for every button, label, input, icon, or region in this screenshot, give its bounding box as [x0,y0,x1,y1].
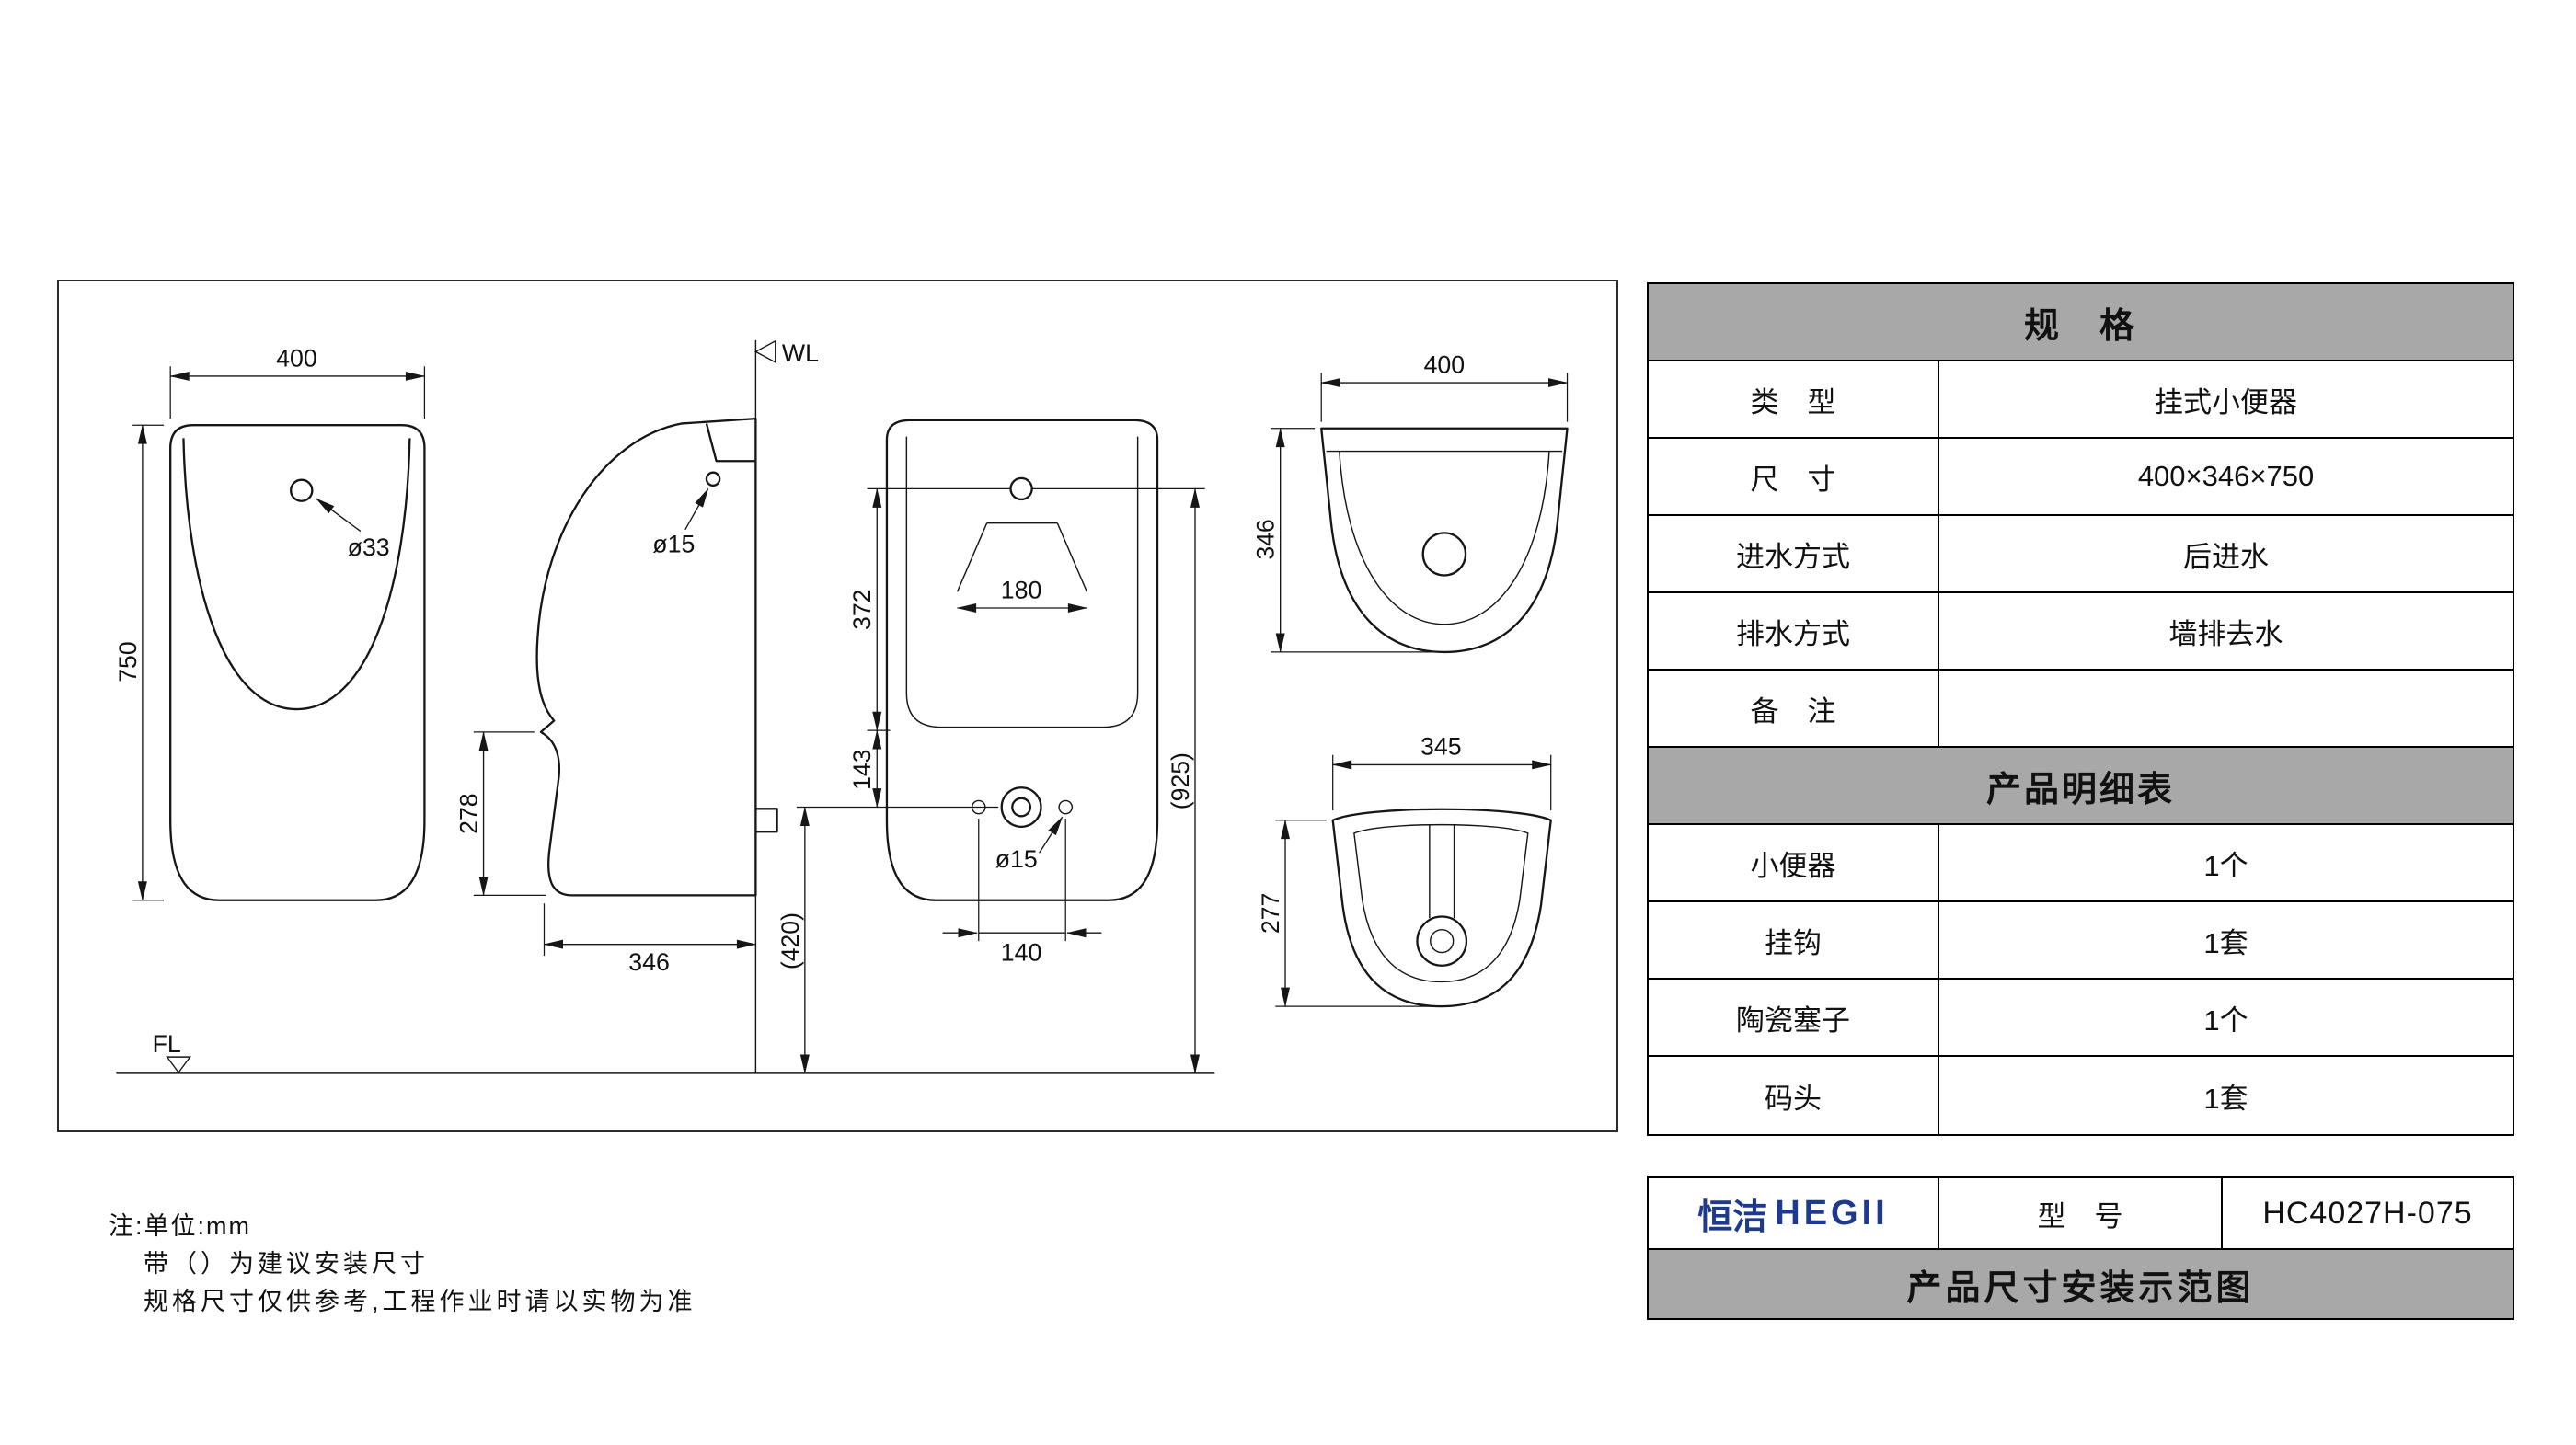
table-row: 排水方式 墙排去水 [1649,593,2513,671]
wl-marker-icon [753,339,776,364]
section-outline [885,419,1159,901]
spec-value-type: 挂式小便器 [2155,385,2297,419]
dim-drain-height: (420) [776,912,804,969]
drain-inner [1011,797,1032,818]
fl-label: FL [153,1030,181,1058]
spec-table-title: 规 格 [1649,284,2513,361]
dim-upper: 372 [848,590,876,630]
table-row: 码头 1套 [1649,1057,2513,1134]
dim-side-step: 278 [454,793,482,833]
spec-value-remark [1939,671,2513,746]
side-profile [535,417,757,897]
detail-qty-plug: 1个 [2203,1003,2248,1037]
table-row: 陶瓷塞子 1个 [1649,980,2513,1057]
model-value: HC4027H-075 [2262,1195,2473,1231]
title-block: 恒洁 HEGII 型 号 HC4027H-075 产品尺寸安装示范图 [1647,1176,2514,1320]
section-view: 180 ø15 140 372 143 [776,419,1205,1074]
detail-table-title: 产品明细表 [1649,748,2513,825]
dim-drain-holes: 140 [1001,938,1042,966]
section-inlet-spud [956,522,1088,592]
fl-marker-icon [166,1056,191,1074]
brand-logo: 恒洁 HEGII [1649,1178,1939,1248]
note-line-3: 规格尺寸仅供参考,工程作业时请以实物为准 [144,1288,696,1315]
section-inlet-hole [1009,476,1033,501]
drain-outer [1000,786,1042,829]
front-outline [169,424,426,901]
detail-label-plug: 陶瓷塞子 [1649,980,1939,1055]
drain-bolt-right [1058,799,1074,815]
detail-label-bracket: 码头 [1649,1057,1939,1134]
bottom-inner-line [1353,823,1529,983]
dim-side-depth: 346 [628,948,670,976]
side-drain-stub [755,808,778,833]
note-line-1: 注:单位:mm [109,1212,251,1240]
dim-top-width: 400 [1424,350,1466,378]
drawing-frame: 400 750 ø33 WL ø1 [57,280,1618,1132]
table-row: 小便器 1个 [1649,825,2513,902]
spec-label-size: 尺 寸 [1649,439,1939,514]
dim-bottom-depth: 277 [1257,893,1284,934]
dim-inlet-width: 180 [1001,576,1042,603]
side-inlet-hole [705,471,721,487]
spec-table: 规 格 类 型 挂式小便器 尺 寸 400×346×750 进水方式 后进水 排… [1647,282,2514,1136]
table-row: 进水方式 后进水 [1649,516,2513,593]
dim-front-width: 400 [276,344,317,372]
floor-line: FL [116,1030,1215,1074]
detail-qty-bracket: 1套 [2203,1082,2248,1115]
note-line-2: 带（）为建议安装尺寸 [144,1250,429,1278]
model-label: 型 号 [1939,1178,2223,1248]
spec-label-drain: 排水方式 [1649,593,1939,669]
brand-logo-en: HEGII [1775,1193,1889,1233]
bottom-outline [1331,808,1552,1008]
bottom-drain-outer [1416,915,1468,967]
dim-top-depth: 346 [1252,519,1280,559]
side-top-step [705,423,756,463]
front-inlet-hole [290,478,314,502]
table-row: 挂钩 1套 [1649,902,2513,980]
spec-label-type: 类 型 [1649,361,1939,437]
section-inner-wall [905,436,1139,728]
front-bowl-line [182,438,411,711]
top-bowl-line [1339,451,1550,625]
spec-value-drain: 墙排去水 [2168,617,2283,650]
detail-qty-urinal: 1个 [2203,849,2248,882]
side-view: WL ø15 278 346 [454,339,819,1073]
notes: 注:单位:mm 带（）为建议安装尺寸 规格尺寸仅供参考,工程作业时请以实物为准 [109,1208,696,1321]
dim-bottom-width: 345 [1420,733,1462,761]
section-hole-label: ø15 [995,845,1038,873]
table-row: 尺 寸 400×346×750 [1649,439,2513,516]
dim-front-height: 750 [114,641,142,682]
bottom-drain-inner [1430,928,1455,954]
table-row: 备 注 [1649,671,2513,748]
detail-label-hook: 挂钩 [1649,902,1939,978]
brand-logo-cn: 恒洁 [1697,1198,1768,1237]
dim-inlet-height: (925) [1167,752,1194,809]
drawing-caption: 产品尺寸安装示范图 [1649,1250,2513,1318]
dim-lower: 143 [848,750,876,790]
bottom-view: 345 277 [1257,733,1552,1008]
top-inlet-hole [1421,532,1467,577]
spec-label-inlet: 进水方式 [1649,516,1939,591]
detail-qty-hook: 1套 [2203,926,2248,959]
front-hole-label: ø33 [348,533,390,561]
table-row: 类 型 挂式小便器 [1649,361,2513,439]
front-view: 400 750 ø33 [114,344,426,901]
spec-label-remark: 备 注 [1649,671,1939,746]
technical-drawing: 400 750 ø33 WL ø1 [114,339,1569,1074]
top-outline [1320,427,1569,654]
top-view: 400 346 [1252,350,1569,654]
title-block-row: 恒洁 HEGII 型 号 HC4027H-075 [1649,1178,2513,1250]
side-hole-label: ø15 [652,531,695,558]
spec-value-size: 400×346×750 [2137,460,2315,492]
spec-value-inlet: 后进水 [2183,540,2269,573]
detail-label-urinal: 小便器 [1649,825,1939,900]
wl-label: WL [782,339,819,367]
